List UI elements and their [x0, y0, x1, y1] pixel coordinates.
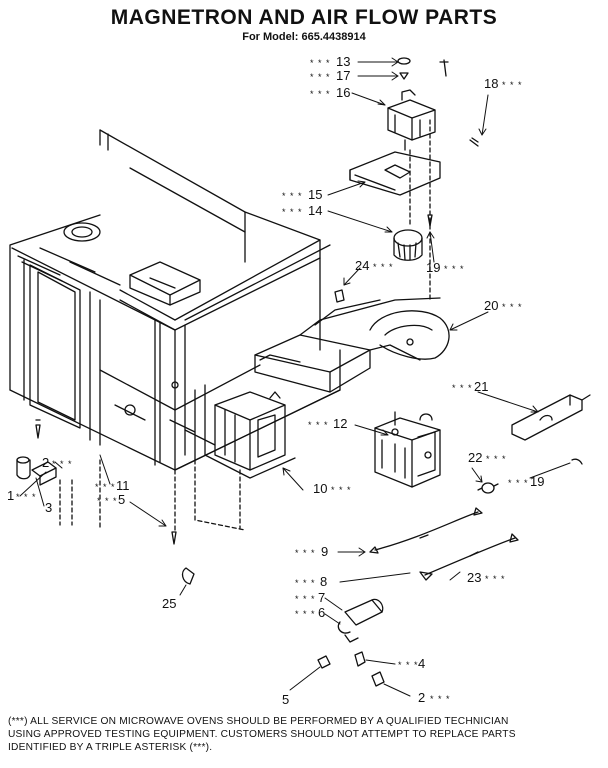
callout-21: 21 — [474, 379, 488, 394]
callout-1-marker: * * * — [16, 492, 37, 502]
fuse-holder — [317, 598, 385, 687]
callout-2-upper-marker: * * * — [52, 459, 73, 469]
callout-25: 25 — [162, 596, 176, 611]
callout-8-marker: * * * — [295, 578, 316, 588]
callout-19-lower-marker: * * * — [508, 478, 529, 488]
callout-9-marker: * * * — [295, 548, 316, 558]
callout-7: 7 — [318, 590, 325, 605]
callout-2-lower: 2 — [418, 690, 425, 705]
callout-4: 4 — [418, 656, 425, 671]
callout-12-marker: * * * — [308, 420, 329, 430]
callout-5-lower: 5 — [282, 692, 289, 707]
diagram-title: MAGNETRON AND AIR FLOW PARTS — [110, 6, 498, 29]
callout-5-upper-marker: * * * — [97, 496, 118, 506]
callout-16-marker: * * * — [310, 89, 331, 99]
warning-line-2: USING APPROVED TESTING EQUIPMENT. CUSTOM… — [8, 729, 516, 740]
callout-11-marker: * * * — [95, 482, 116, 492]
callout-13: 13 — [336, 54, 350, 69]
callout-24: 24 — [355, 258, 369, 273]
callout-5-upper: 5 — [118, 492, 125, 507]
warning-line-3: IDENTIFIED BY A TRIPLE ASTERISK (***). — [8, 742, 213, 753]
callout-8: 8 — [320, 574, 327, 589]
leader-lines — [19, 57, 571, 697]
callout-2-upper: 2 — [42, 455, 49, 470]
callout-3: 3 — [45, 500, 52, 515]
service-warning-note: (***) ALL SERVICE ON MICROWAVE OVENS SHO… — [8, 715, 603, 754]
callout-6: 6 — [318, 605, 325, 620]
callout-20: 20 — [484, 298, 498, 313]
callout-14: 14 — [308, 203, 322, 218]
terminal-block-parts — [16, 419, 195, 585]
high-voltage-transformer — [204, 391, 296, 479]
callout-22-marker: * * * — [486, 454, 507, 464]
callout-19-upper-marker: * * * — [444, 264, 465, 274]
fan-motor-assembly — [349, 57, 479, 301]
callout-13-marker: * * * — [310, 58, 331, 68]
callout-11: 11 — [116, 478, 130, 493]
callout-16: 16 — [336, 85, 350, 100]
callout-20-marker: * * * — [502, 302, 523, 312]
callout-labels: * * * 13 * * * 17 * * * 16 18 * * * * * … — [7, 54, 544, 707]
callout-22: 22 — [468, 450, 482, 465]
callout-10-marker: * * * — [331, 485, 352, 495]
callout-23-marker: * * * — [485, 574, 506, 584]
magnetron — [374, 411, 441, 488]
callout-2-lower-marker: * * * — [430, 694, 451, 704]
callout-9: 9 — [321, 544, 328, 559]
callout-18-marker: * * * — [502, 80, 523, 90]
warning-line-1: (***) ALL SERVICE ON MICROWAVE OVENS SHO… — [8, 716, 509, 727]
wire-harnesses — [369, 507, 519, 581]
callout-23: 23 — [467, 570, 481, 585]
callout-7-marker: * * * — [295, 594, 316, 604]
callout-18: 18 — [484, 76, 498, 91]
model-number: For Model: 665.4438914 — [242, 31, 366, 43]
callout-4-marker: * * * — [398, 660, 419, 670]
callout-19-lower: 19 — [530, 474, 544, 489]
callout-15-marker: * * * — [282, 191, 303, 201]
callout-24-marker: * * * — [373, 262, 394, 272]
callout-15: 15 — [308, 187, 322, 202]
callout-21-marker: * * * — [452, 383, 473, 393]
callout-6-marker: * * * — [295, 609, 316, 619]
thermal-cutout-bracket — [511, 394, 591, 441]
callout-12: 12 — [333, 416, 347, 431]
callout-19-upper: 19 — [426, 260, 440, 275]
callout-1: 1 — [7, 488, 14, 503]
callout-17: 17 — [336, 68, 350, 83]
oven-cabinet — [9, 129, 341, 531]
diode-and-fasteners — [334, 289, 583, 494]
callout-17-marker: * * * — [310, 72, 331, 82]
callout-14-marker: * * * — [282, 207, 303, 217]
callout-10: 10 — [313, 481, 327, 496]
air-duct — [254, 297, 450, 393]
